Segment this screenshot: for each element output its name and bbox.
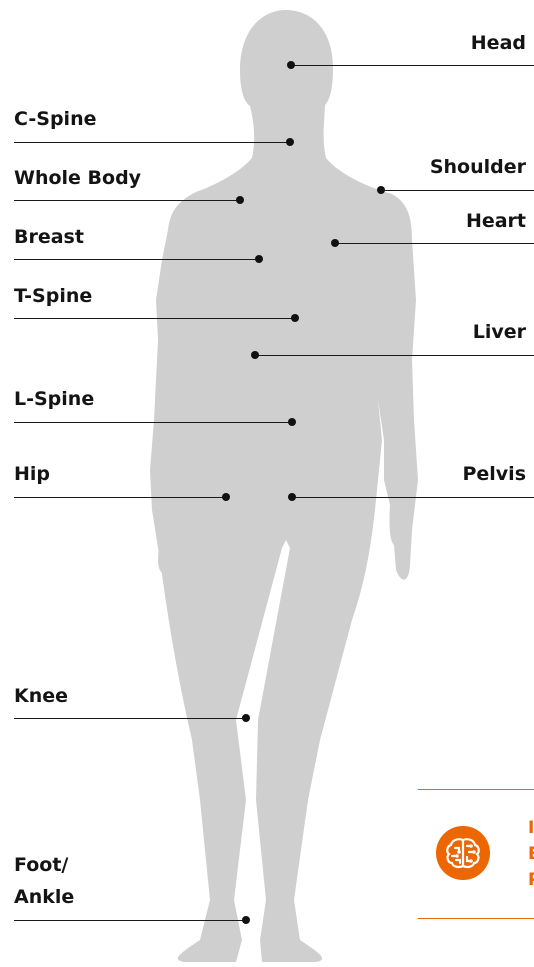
marker-dot <box>242 916 250 924</box>
label-heart: Heart <box>466 209 526 233</box>
label-liver: Liver <box>473 320 526 344</box>
marker-dot <box>222 493 230 501</box>
marker-dot <box>236 196 244 204</box>
leader-line <box>14 422 292 423</box>
promo-text-line1: I <box>528 818 534 838</box>
label-hip: Hip <box>14 462 50 486</box>
leader-line <box>14 200 240 201</box>
leader-line <box>14 142 290 143</box>
leader-line <box>14 259 259 260</box>
label-l-spine: L-Spine <box>14 387 94 411</box>
marker-dot <box>255 255 263 263</box>
marker-dot <box>287 61 295 69</box>
leader-line <box>14 920 246 921</box>
leader-line <box>14 318 295 319</box>
leader-line <box>381 190 534 191</box>
promo-text-line2: E <box>528 844 534 864</box>
marker-dot <box>242 714 250 722</box>
leader-line <box>255 355 534 356</box>
marker-dot <box>377 186 385 194</box>
label-foot-ankle-line2: Ankle <box>14 885 74 909</box>
brain-icon <box>436 826 490 880</box>
marker-dot <box>331 239 339 247</box>
label-t-spine: T-Spine <box>14 284 92 308</box>
promo-card[interactable]: I E P <box>418 789 534 919</box>
leader-line <box>292 497 534 498</box>
label-breast: Breast <box>14 225 84 249</box>
marker-dot <box>291 314 299 322</box>
marker-dot <box>288 493 296 501</box>
label-whole-body: Whole Body <box>14 166 141 190</box>
marker-dot <box>286 138 294 146</box>
leader-line <box>14 497 226 498</box>
leader-line <box>14 718 246 719</box>
label-shoulder: Shoulder <box>430 155 526 179</box>
label-knee: Knee <box>14 684 68 708</box>
label-foot-ankle-line1: Foot/ <box>14 853 68 877</box>
leader-line <box>335 243 534 244</box>
leader-line <box>291 65 534 66</box>
promo-bottom-rule <box>418 918 534 919</box>
promo-top-rule <box>418 789 534 790</box>
label-c-spine: C-Spine <box>14 107 96 131</box>
label-head: Head <box>471 31 526 55</box>
promo-text-line3: P <box>528 870 534 890</box>
marker-dot <box>251 351 259 359</box>
marker-dot <box>288 418 296 426</box>
label-pelvis: Pelvis <box>462 462 526 486</box>
